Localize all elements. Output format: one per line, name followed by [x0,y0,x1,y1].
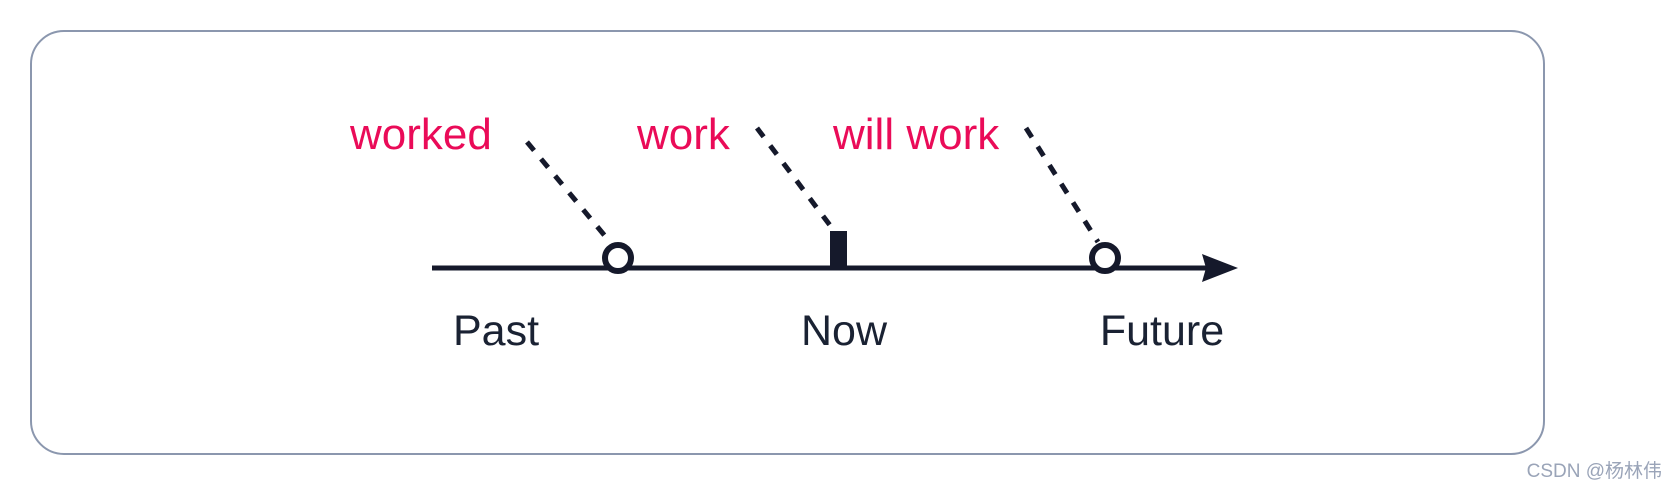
now-point-marker [830,231,847,270]
tense-label-past: worked [350,110,492,159]
time-label-future: Future [1099,307,1225,355]
leader-line-will-work [1023,126,1101,244]
diagram-frame [30,30,1545,455]
leader-line-worked [525,140,612,244]
time-label-now: Now [800,307,888,355]
timeline-arrowhead [1202,254,1238,282]
future-point-marker [1089,242,1121,274]
time-label-past: Past [452,307,540,355]
tense-label-present: work [637,110,730,159]
past-point-marker [602,242,634,274]
tense-label-future: will work [833,110,1000,159]
csdn-watermark: CSDN @杨林伟 [1526,461,1662,482]
leader-line-work [755,126,834,230]
